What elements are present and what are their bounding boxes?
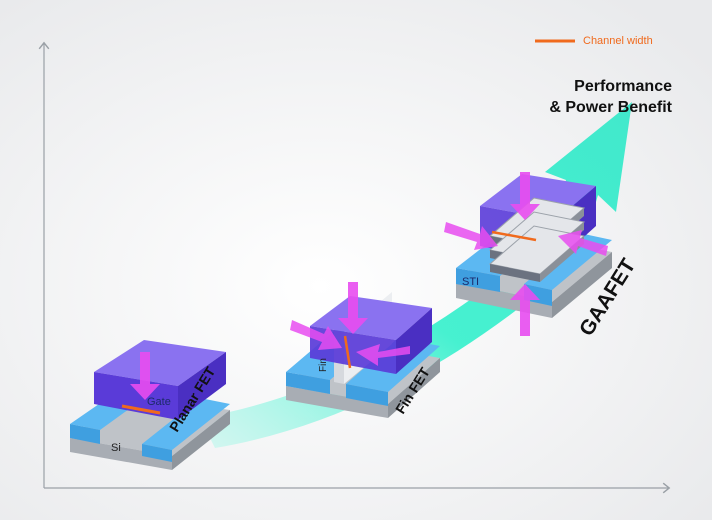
- fin-force-arrow-right: [356, 344, 410, 366]
- fin-force-arrow-top: [338, 282, 368, 334]
- label-gate: Gate: [147, 396, 171, 408]
- gaafet-device: [444, 172, 612, 336]
- gaa-force-arrow-left: [444, 222, 498, 250]
- gaa-force-arrow-bottom: [510, 284, 540, 336]
- gaa-force-arrow-top: [510, 172, 540, 220]
- legend-channel-width: Channel width: [583, 35, 653, 47]
- performance-title-line1: Performance: [574, 78, 672, 95]
- axes: [38, 41, 671, 494]
- performance-title: Performance & Power Benefit: [549, 76, 672, 118]
- label-si: Si: [111, 442, 121, 454]
- label-fin: Fin: [318, 358, 329, 372]
- planar-fet-device: [70, 340, 230, 470]
- performance-title-line2: & Power Benefit: [549, 99, 672, 116]
- fin-force-arrow-left: [290, 320, 342, 350]
- planar-sti-right-front: [142, 444, 172, 462]
- gaa-channel-line: [491, 230, 537, 242]
- gaa-sti-right-front: [524, 284, 552, 306]
- gaa-force-arrow-right: [558, 230, 608, 256]
- fin-substrate-side: [388, 358, 440, 418]
- fin-sti-left-front: [286, 372, 330, 394]
- planar-force-arrow: [130, 352, 160, 400]
- fin-sti-right-front: [346, 384, 388, 406]
- gaa-substrate-side: [552, 252, 612, 318]
- planar-substrate-side: [172, 410, 230, 470]
- finfet-device: [286, 282, 440, 418]
- label-sti: STI: [462, 276, 480, 288]
- planar-gate-side: [178, 352, 226, 420]
- fin-gate-top: [310, 296, 432, 340]
- planar-sti-left-front: [70, 424, 100, 444]
- planar-channel-line: [121, 404, 161, 415]
- planar-substrate-front: [70, 438, 172, 470]
- fin-substrate-front: [286, 386, 388, 418]
- gaa-sti-left-front: [456, 268, 500, 292]
- fin-gate-side: [396, 308, 432, 374]
- fin-channel-line: [343, 335, 352, 369]
- planar-sti-right: [142, 398, 230, 450]
- planar-gate-top: [94, 340, 226, 386]
